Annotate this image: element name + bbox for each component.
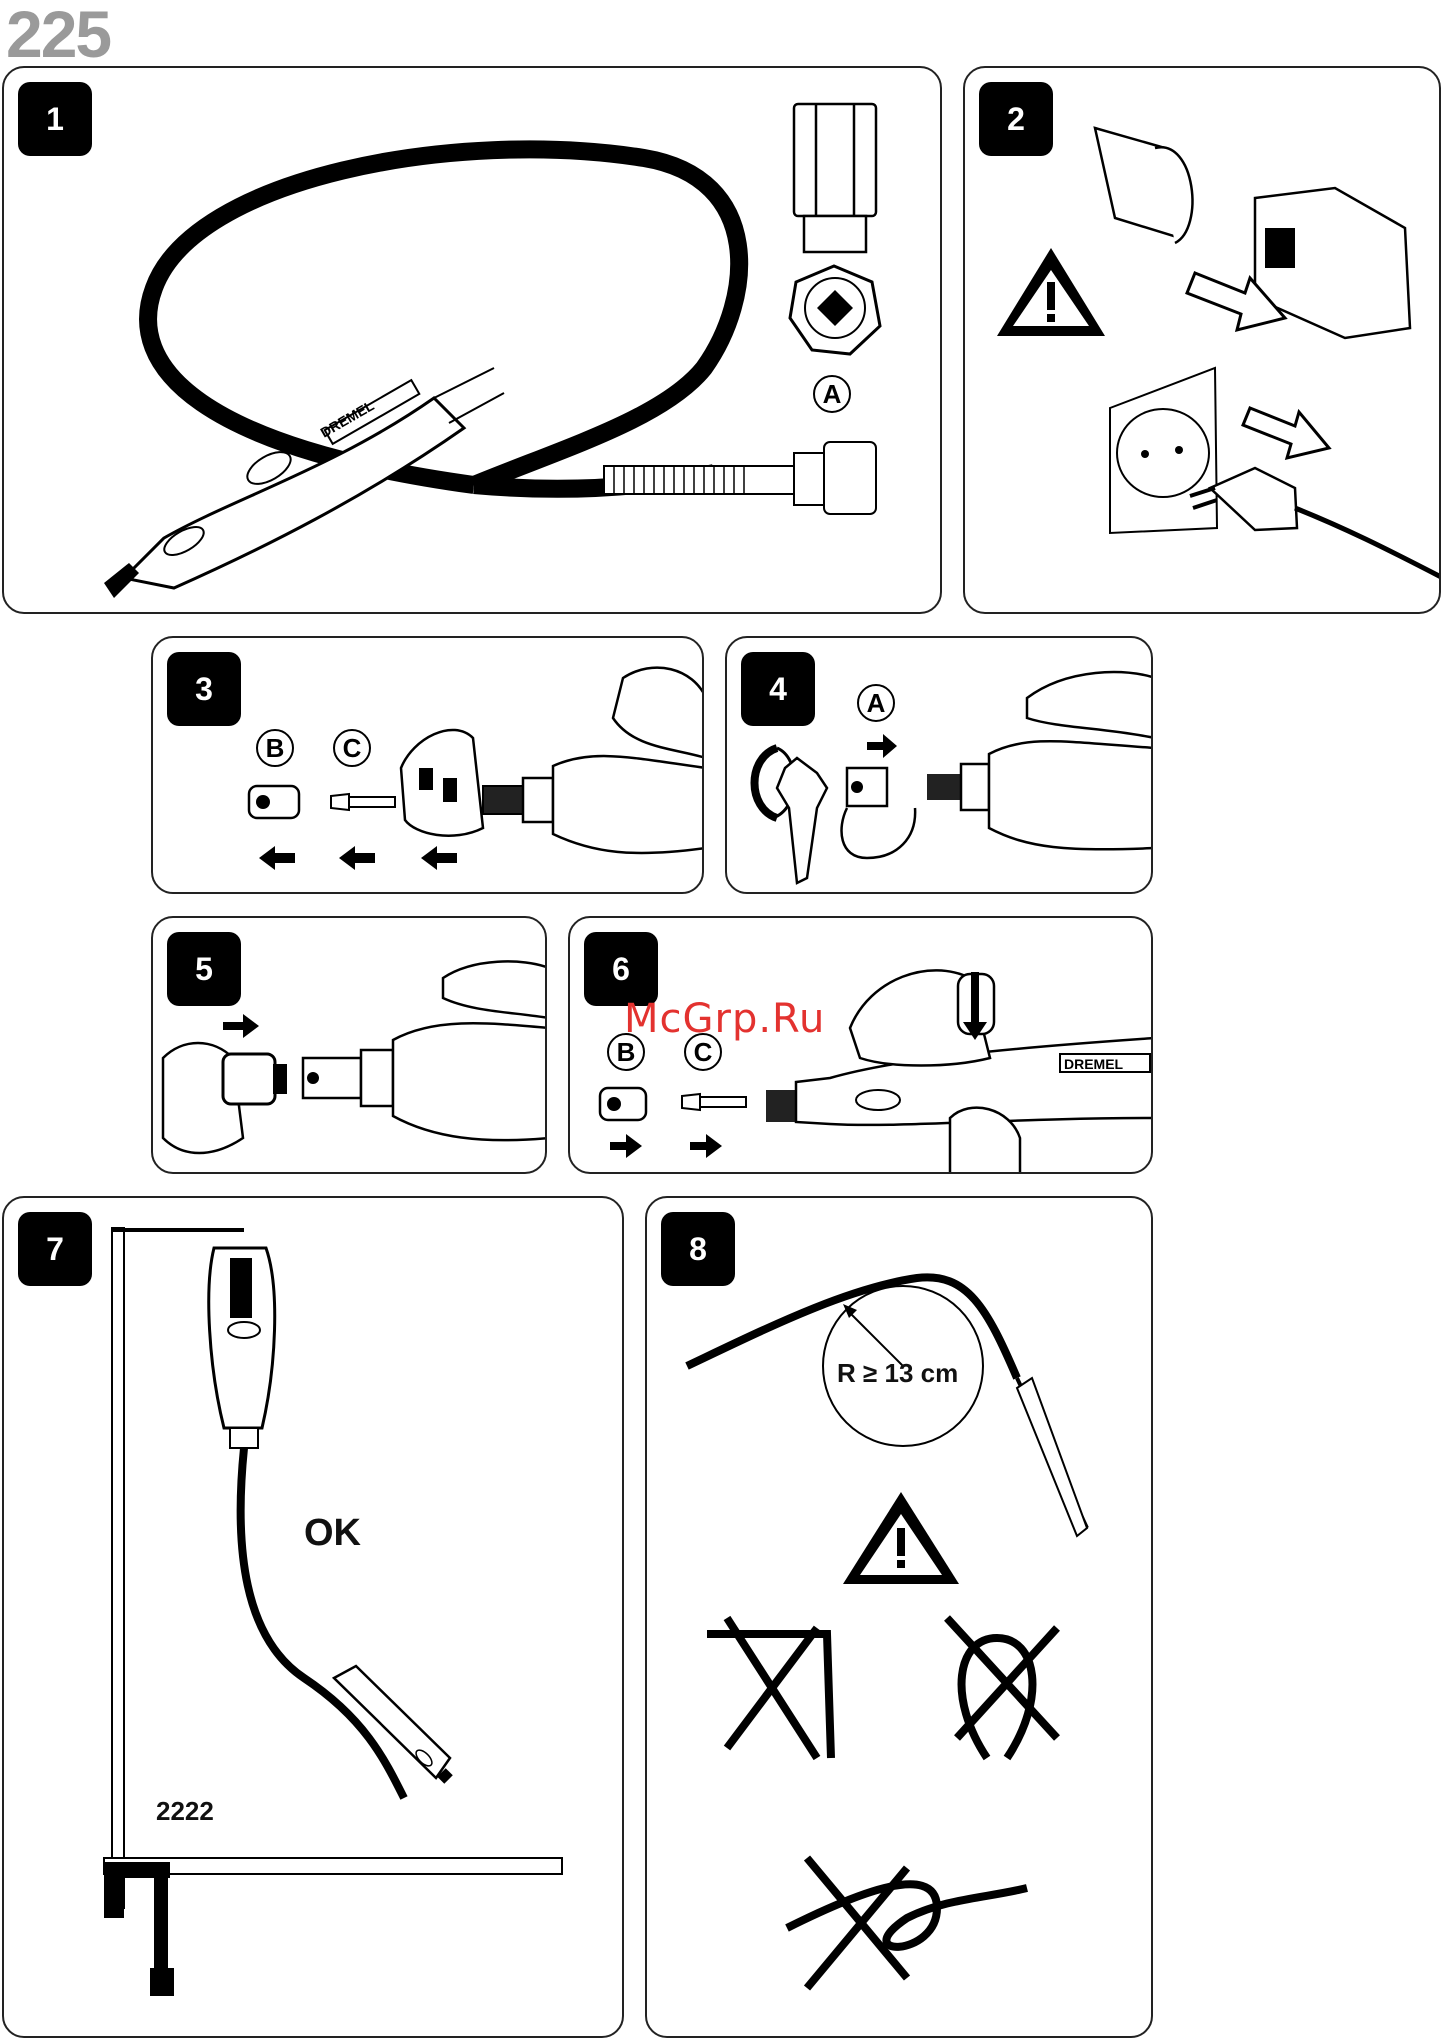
coupling-attach-illustration [153,918,547,1174]
part-b-label: B [266,733,285,763]
hanger-stand-illustration [4,1198,624,2038]
bend-radius-illustration [647,1198,1153,2038]
panel-4: 4 A [725,636,1153,894]
panel-2: 2 [963,66,1441,614]
watermark: McGrp.Ru [624,996,825,1042]
bend-radius-label: R ≥ 13 cm [837,1358,958,1389]
panel-1: 1 DREMEL [2,66,942,614]
panel-3: 3 B C [151,636,704,894]
panel-8: 8 R ≥ 13 cm [645,1196,1153,2038]
wrench-illustration: A [727,638,1153,894]
panel-6: 6 B C DREMEL [568,916,1153,1174]
arrow-right-icon [223,1014,259,1038]
callout-a-label-4: A [867,688,886,718]
callout-a-label: A [823,379,842,409]
model-label: 2222 [156,1796,214,1827]
collet-insert-illustration: B C DREMEL [570,918,1153,1174]
collet-removal-illustration: B C [153,638,704,894]
page-number: 225 [6,0,110,72]
flex-shaft-illustration: DREMEL [4,68,942,614]
arrow-right-icon [867,734,897,758]
panel-7: 7 OK 2222 [2,1196,624,2038]
arrow-left-icon [259,846,295,870]
unplug-illustration [965,68,1441,614]
ok-label: OK [304,1512,361,1555]
brand-label-6: DREMEL [1064,1056,1124,1072]
arrow-down-icon [971,972,979,1026]
panel-5: 5 [151,916,547,1174]
rotate-icon [755,748,778,818]
part-c-label: C [343,733,362,763]
